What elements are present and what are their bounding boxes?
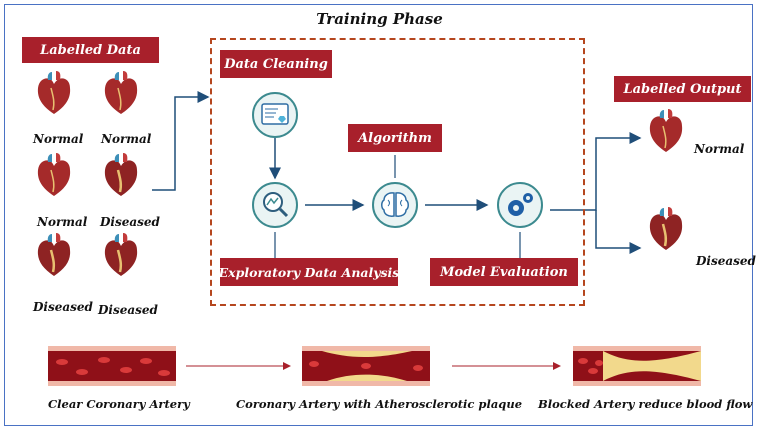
heart-icon (104, 71, 138, 114)
heart-icon (104, 153, 138, 196)
heart-icon (37, 233, 71, 276)
model-evaluation-tag: Model Evaluation (430, 258, 578, 286)
algorithm-tag: Algorithm (348, 124, 442, 152)
heart-label: Diseased (98, 303, 158, 317)
heart-icon (649, 207, 683, 250)
heart-label: Normal (37, 215, 88, 229)
plaque-artery-image (302, 346, 430, 386)
document-icon (261, 103, 289, 125)
training-phase-box (210, 38, 585, 306)
evaluation-node (497, 182, 543, 228)
heart-icon (37, 71, 71, 114)
eda-tag: Exploratory Data Analysis (219, 258, 399, 286)
data-cleaning-node (252, 92, 298, 138)
magnifier-icon (263, 192, 289, 218)
output-label-diseased: Diseased (696, 254, 756, 268)
arrow-to-output (550, 132, 642, 211)
algorithm-node (372, 182, 418, 228)
clear-artery-image (48, 346, 176, 386)
heart-icon (649, 109, 683, 152)
labelled-data-tag: Labelled Data (22, 37, 159, 63)
heart-label: Normal (33, 132, 84, 146)
artery-caption: Clear Coronary Artery (48, 397, 190, 411)
diagram-title: Training Phase (316, 10, 443, 28)
labelled-output-tag: Labelled Output (614, 76, 751, 102)
data-cleaning-tag: Data Cleaning (220, 50, 332, 78)
artery-caption: Blocked Artery reduce blood flow (538, 397, 753, 411)
heart-icon (37, 153, 71, 196)
heart-label: Diseased (100, 215, 160, 229)
output-label-normal: Normal (694, 142, 745, 156)
heart-label: Normal (101, 132, 152, 146)
eda-node (252, 182, 298, 228)
arrow-data-to-training (152, 91, 210, 191)
heart-label: Diseased (33, 300, 93, 314)
gears-icon (508, 193, 533, 216)
artery-caption: Coronary Artery with Atherosclerotic pla… (236, 397, 523, 411)
figure-frame (4, 4, 753, 426)
brain-icon (381, 192, 409, 217)
blocked-artery-image (573, 346, 701, 386)
heart-icon (104, 233, 138, 276)
